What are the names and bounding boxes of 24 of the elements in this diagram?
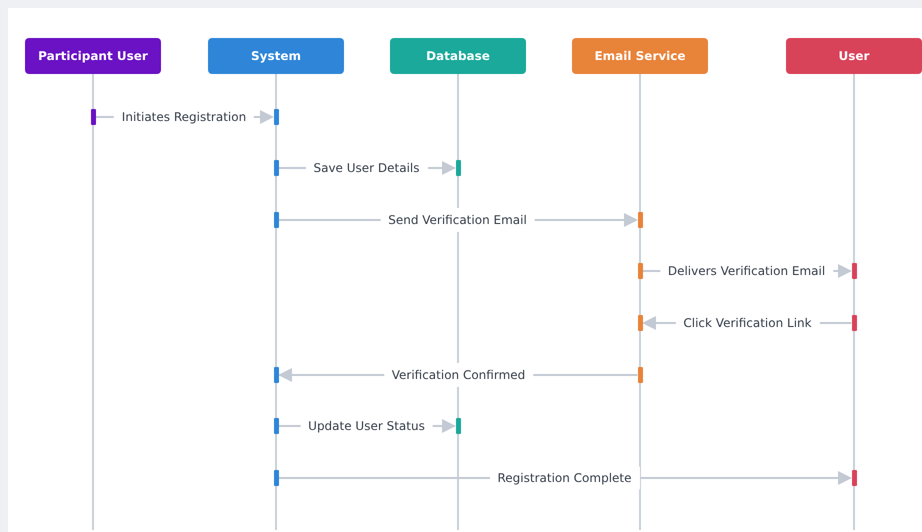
activation-bar — [274, 367, 278, 383]
activation-bar — [274, 212, 278, 228]
activation-bar — [274, 160, 278, 176]
activation-bar — [90, 109, 96, 125]
participant-box: Email Service — [572, 38, 708, 74]
participant-box: User — [786, 38, 922, 74]
edge-label: Send Verification Email — [380, 208, 535, 232]
edge-label: Verification Confirmed — [384, 363, 534, 387]
activation-bar — [274, 418, 278, 434]
activation-bar — [456, 160, 460, 176]
participant-box: System — [208, 38, 344, 74]
activation-bar — [852, 470, 856, 486]
activation-bar — [638, 212, 642, 228]
participant-box: Participant User — [25, 38, 161, 74]
activation-bar — [638, 315, 642, 331]
activation-bar — [852, 315, 856, 331]
activation-bar — [456, 418, 460, 434]
participant-box: Database — [390, 38, 526, 74]
activation-bar — [852, 263, 856, 279]
activation-bar — [274, 470, 278, 486]
activation-bar — [274, 109, 278, 125]
activation-bar — [638, 367, 642, 383]
edge-label: Registration Complete — [490, 466, 640, 490]
activation-bar — [638, 263, 642, 279]
